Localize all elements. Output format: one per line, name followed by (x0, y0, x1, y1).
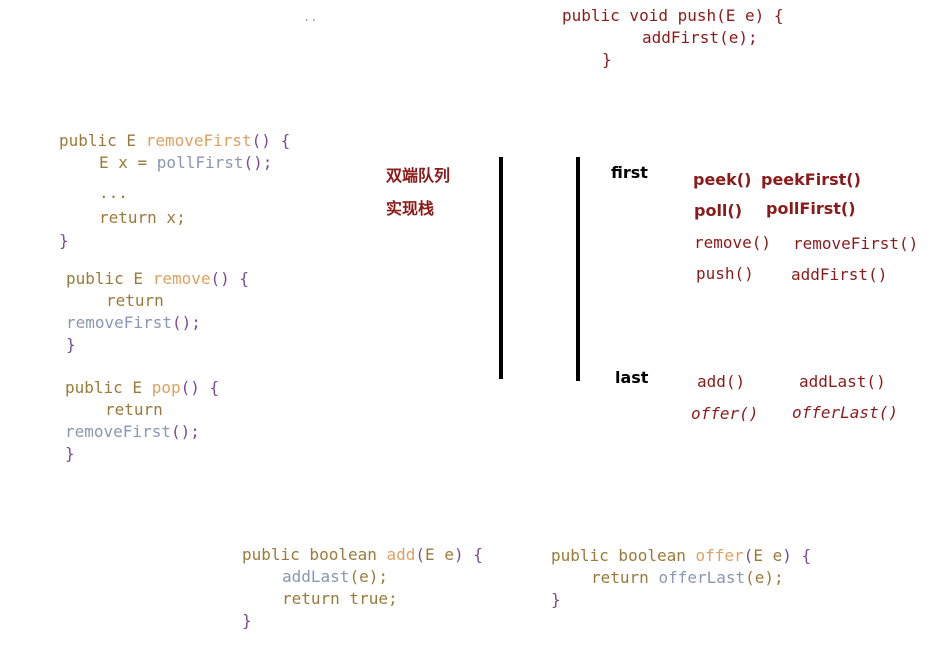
remove-signature: public E remove() { (66, 269, 250, 288)
remove-call: removeFirst(); (66, 313, 201, 332)
method-offer: offer() (691, 404, 759, 423)
method-addfirst: addFirst() (791, 265, 888, 284)
pop-close-brace: } (65, 444, 75, 463)
removefirst-close-brace: } (59, 231, 69, 250)
offer-body: return offerLast(e); (591, 568, 784, 587)
method-offerlast: offerLast() (792, 403, 898, 422)
add-signature: public boolean add(E e) { (242, 545, 483, 564)
remove-close-brace: } (66, 335, 76, 354)
push-close-brace: } (602, 50, 612, 69)
push-body: addFirst(e); (642, 28, 758, 47)
add-return: return true; (282, 589, 398, 608)
label-last: last (615, 368, 649, 387)
removefirst-signature: public E removeFirst() { (59, 131, 291, 150)
offer-signature: public boolean offer(E e) { (551, 546, 812, 565)
remove-return: return (106, 291, 164, 310)
deque-right-wall (576, 157, 580, 381)
removefirst-return: return x; (99, 208, 186, 227)
add-body: addLast(e); (282, 567, 388, 586)
method-peekfirst: peekFirst() (761, 170, 861, 189)
method-push: push() (696, 264, 754, 283)
removefirst-ellipsis: ... (99, 183, 128, 202)
method-remove: remove() (694, 233, 772, 252)
push-signature: public void push(E e) { (562, 6, 784, 25)
pop-signature: public E pop() { (65, 378, 220, 397)
ellipsis-dots: .. (303, 10, 318, 24)
pop-return: return (105, 400, 163, 419)
title-deque: 双端队列 (386, 166, 451, 185)
pop-call: removeFirst(); (65, 422, 200, 441)
removefirst-line2: E x = pollFirst(); (99, 153, 273, 172)
add-close-brace: } (242, 611, 252, 630)
method-removefirst: removeFirst() (793, 234, 919, 253)
offer-close-brace: } (551, 590, 561, 609)
label-first: first (611, 163, 648, 182)
method-peek: peek() (693, 170, 752, 189)
method-addlast: addLast() (799, 372, 886, 391)
title-stack: 实现栈 (386, 199, 435, 218)
deque-left-wall (499, 157, 503, 379)
method-add: add() (697, 372, 746, 391)
method-poll: poll() (694, 201, 743, 220)
method-pollfirst: pollFirst() (766, 199, 856, 218)
